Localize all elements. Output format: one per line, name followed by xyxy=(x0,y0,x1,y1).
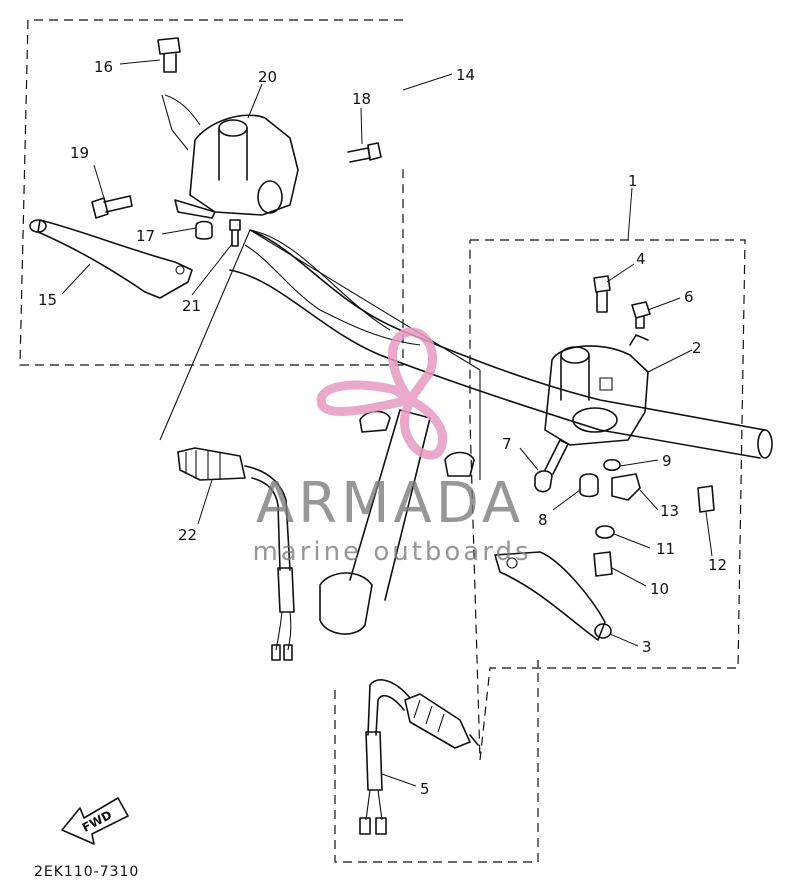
lower-fasteners xyxy=(534,275,715,577)
callout-3: 3 xyxy=(642,638,652,656)
callout-15: 15 xyxy=(38,291,57,309)
fwd-arrow-icon: FWD xyxy=(61,797,129,845)
callout-18: 18 xyxy=(352,90,371,108)
callout-4: 4 xyxy=(636,250,646,268)
callout-21: 21 xyxy=(182,297,201,315)
callout-1: 1 xyxy=(628,172,638,190)
callout-9: 9 xyxy=(662,452,672,470)
callout-11: 11 xyxy=(656,540,675,558)
assembly-14-outline xyxy=(19,19,404,366)
callout-10: 10 xyxy=(650,580,669,598)
diagram-code: 2EK110-7310 xyxy=(34,864,139,880)
switch-22 xyxy=(177,447,295,661)
callout-5: 5 xyxy=(420,780,430,798)
switch-5 xyxy=(359,679,479,835)
watermark-tagline: marine outboards xyxy=(252,537,531,567)
callout-17: 17 xyxy=(136,227,155,245)
handlebar xyxy=(229,229,773,459)
leader-lines xyxy=(61,59,713,787)
assembly-5-outline xyxy=(334,660,539,863)
callout-2: 2 xyxy=(692,339,702,357)
callout-16: 16 xyxy=(94,58,113,76)
clutch-lever-15 xyxy=(29,219,193,299)
callout-14: 14 xyxy=(456,66,475,84)
callout-22: 22 xyxy=(178,526,197,544)
switch-housing-2 xyxy=(544,334,649,446)
armada-watermark: ARMADA marine outboards xyxy=(252,327,531,567)
callout-6: 6 xyxy=(684,288,694,306)
callout-13: 13 xyxy=(660,502,679,520)
callout-12: 12 xyxy=(708,556,727,574)
callout-labels: 16 20 14 18 19 17 15 21 1 4 6 2 7 9 8 13… xyxy=(38,58,727,798)
callout-8: 8 xyxy=(538,511,548,529)
callout-20: 20 xyxy=(258,68,277,86)
callout-19: 19 xyxy=(70,144,89,162)
propeller-logo-icon xyxy=(316,327,448,460)
upper-fasteners xyxy=(91,37,382,247)
callout-7: 7 xyxy=(502,435,512,453)
watermark-brand: ARMADA xyxy=(256,471,524,536)
lever-bracket-20 xyxy=(161,94,299,219)
assembly-1-outline xyxy=(469,239,746,761)
assembly-outlines xyxy=(19,19,746,863)
brake-lever-3 xyxy=(494,551,612,641)
frame-and-cables xyxy=(159,229,481,635)
